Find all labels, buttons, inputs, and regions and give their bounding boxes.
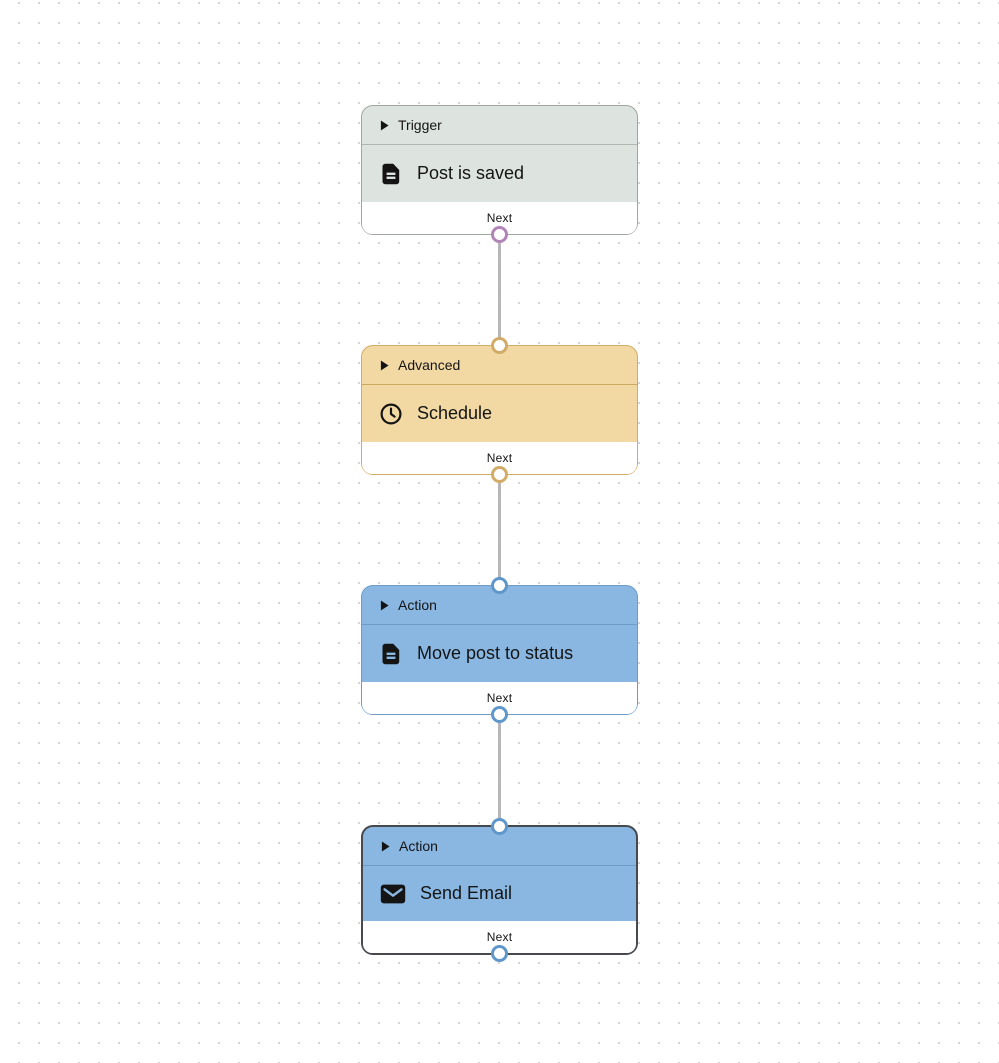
node-body: Post is saved bbox=[362, 145, 637, 202]
node-category-label: Action bbox=[399, 838, 438, 854]
play-triangle-icon bbox=[380, 120, 389, 130]
output-port[interactable] bbox=[491, 466, 508, 483]
node-body: Send Email bbox=[363, 866, 636, 921]
node-category-label: Trigger bbox=[398, 117, 442, 133]
play-triangle-icon bbox=[380, 360, 389, 370]
node-category-header[interactable]: Action bbox=[362, 586, 637, 625]
node-advanced-schedule[interactable]: Advanced Schedule Next bbox=[361, 337, 638, 483]
node-body: Schedule bbox=[362, 385, 637, 442]
next-label: Next bbox=[486, 930, 513, 944]
clock-icon bbox=[380, 403, 402, 424]
document-icon bbox=[382, 163, 400, 184]
next-label: Next bbox=[486, 451, 513, 465]
next-label: Next bbox=[486, 211, 513, 225]
play-triangle-icon bbox=[380, 600, 389, 610]
output-port[interactable] bbox=[491, 945, 508, 962]
node-title: Send Email bbox=[420, 883, 513, 903]
edge-connector[interactable] bbox=[498, 475, 501, 585]
output-port[interactable] bbox=[491, 226, 508, 243]
edge-connector[interactable] bbox=[498, 715, 501, 825]
input-port[interactable] bbox=[491, 818, 508, 835]
node-category-header[interactable]: Trigger bbox=[362, 106, 637, 145]
input-port[interactable] bbox=[491, 337, 508, 354]
node-category-header[interactable]: Advanced bbox=[362, 346, 637, 385]
node-action-move-post-to-status[interactable]: Action Move post to status Next bbox=[361, 577, 638, 723]
node-body: Move post to status bbox=[362, 625, 637, 682]
mail-icon bbox=[380, 884, 406, 903]
node-category-header[interactable]: Action bbox=[363, 827, 636, 866]
next-label: Next bbox=[486, 691, 513, 705]
node-title: Post is saved bbox=[417, 163, 525, 183]
node-title: Move post to status bbox=[417, 643, 574, 663]
node-category-label: Action bbox=[398, 597, 437, 613]
node-title: Schedule bbox=[417, 403, 493, 423]
node-category-label: Advanced bbox=[398, 357, 461, 373]
node-trigger-post-is-saved[interactable]: Trigger Post is saved Next bbox=[361, 105, 638, 243]
output-port[interactable] bbox=[491, 706, 508, 723]
play-triangle-icon bbox=[381, 841, 390, 851]
document-icon bbox=[382, 643, 400, 664]
input-port[interactable] bbox=[491, 577, 508, 594]
edge-connector[interactable] bbox=[498, 235, 501, 345]
node-action-send-email[interactable]: Action Send Email Next bbox=[361, 818, 638, 962]
